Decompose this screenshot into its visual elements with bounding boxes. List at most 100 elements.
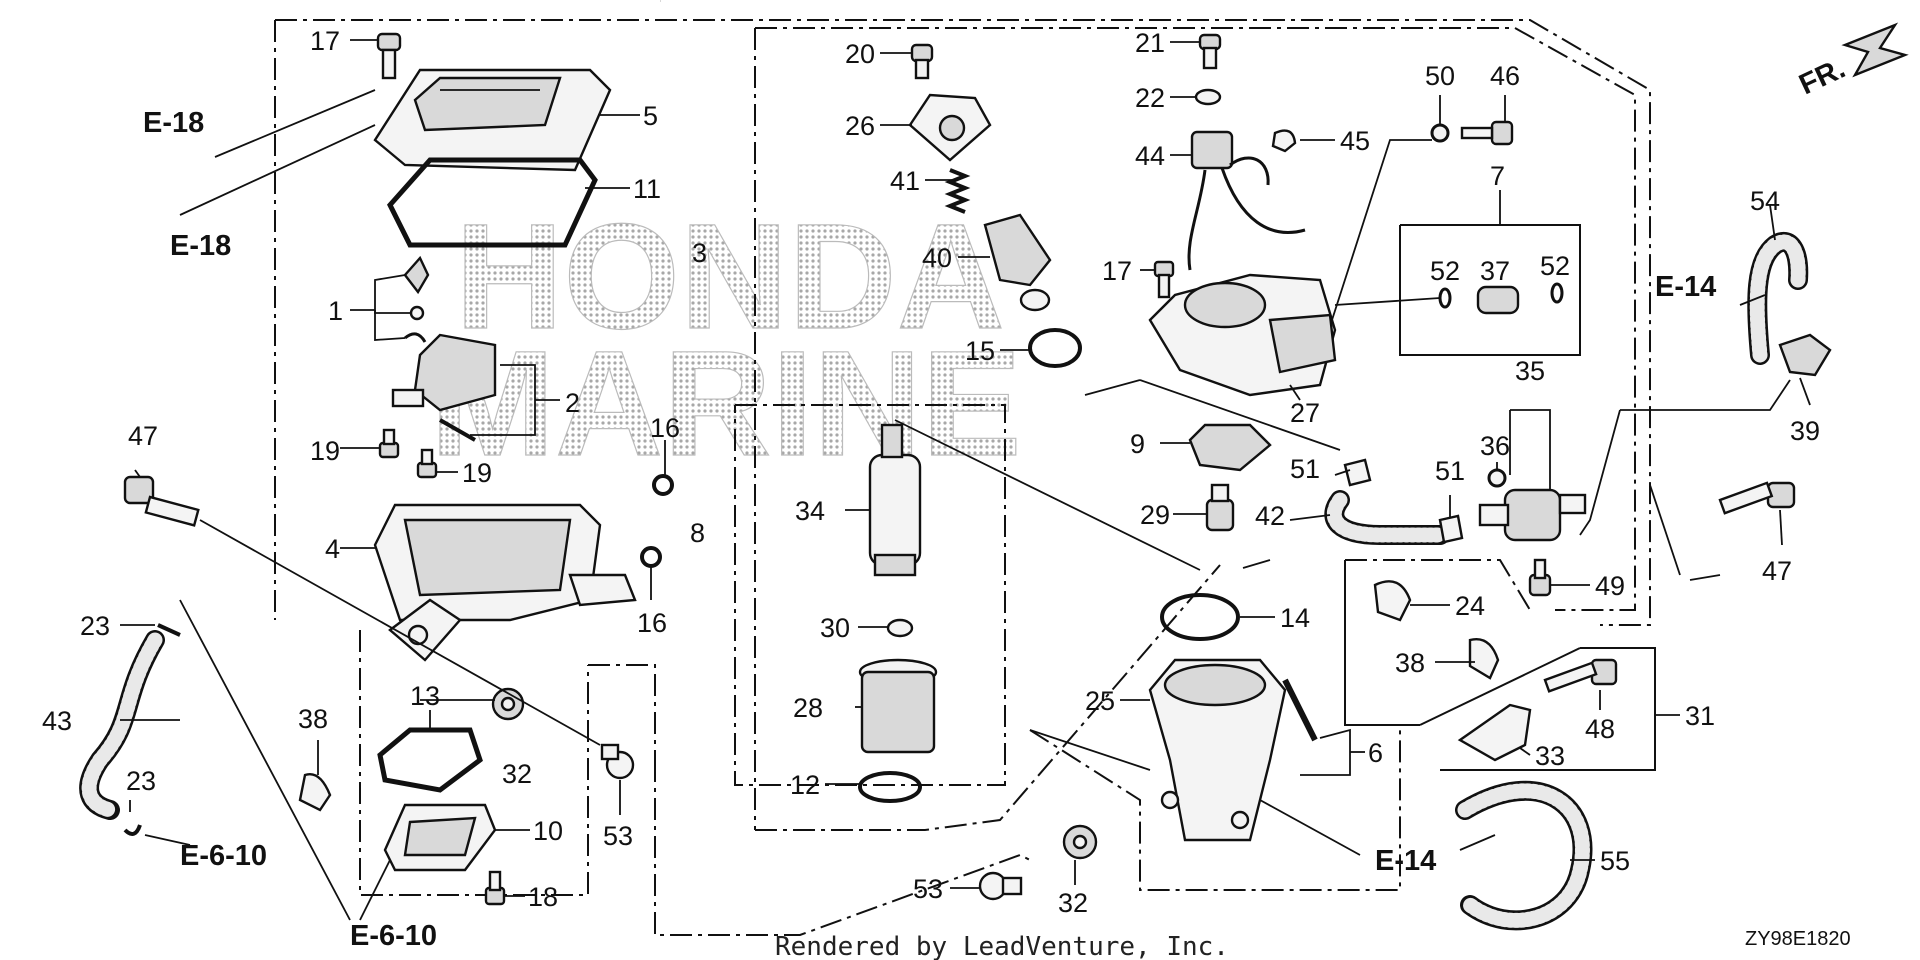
part-4-separator-body: [373, 503, 637, 662]
callout-43: 43: [42, 706, 72, 736]
bolt-46: [1460, 120, 1514, 146]
ref-e6-10-bottom: E-6-10: [350, 920, 437, 952]
washer-52-right: [1550, 282, 1564, 304]
part-13-gasket: [377, 727, 483, 793]
pump-housing-ports: [1268, 313, 1337, 374]
callout-11: 11: [633, 174, 661, 204]
callout-5: 5: [643, 101, 658, 131]
callout-53-left: 53: [603, 821, 633, 851]
bolt-20-head: [910, 43, 934, 63]
screw-19-b-shank: [420, 448, 434, 466]
strainer-28-body: [860, 670, 936, 754]
callout-4: 4: [325, 534, 340, 564]
callout-numbers: 17 5 11 1 2 19 19 4 3 16 16 47 13 32 10 …: [42, 26, 1820, 918]
callout-22: 22: [1135, 83, 1165, 113]
clamp-39: [1778, 333, 1832, 377]
callout-42: 42: [1255, 501, 1285, 531]
ring-30: [886, 618, 914, 638]
main-assembly-frame: [275, 19, 1651, 626]
needle-valve-clip: [404, 332, 427, 343]
callout-28: 28: [793, 693, 823, 723]
callout-19-b: 19: [462, 458, 492, 488]
callout-23-top: 23: [80, 611, 110, 641]
callout-18: 18: [528, 882, 558, 912]
callout-44: 44: [1135, 141, 1165, 171]
washer-50: [1430, 123, 1450, 143]
honda-marine-watermark: HONDA MARINE: [429, 191, 1022, 487]
hose-43: [79, 630, 165, 820]
gasket-outline: [387, 157, 598, 248]
fuel-body-top: [1163, 663, 1267, 707]
callout-36: 36: [1480, 431, 1510, 461]
callout-51-bottom: 51: [1435, 456, 1465, 486]
callout-40: 40: [922, 243, 952, 273]
callout-54: 54: [1750, 186, 1780, 216]
rendered-by-credit: Rendered by LeadVenture, Inc.: [775, 932, 1229, 960]
callout-35: 35: [1515, 356, 1545, 386]
ref-e18-top: E-18: [143, 107, 204, 139]
bolt-17-top: [376, 32, 402, 80]
gear-32-bottom: [1062, 824, 1098, 860]
ref-e14-bottom: E-14: [1375, 845, 1436, 877]
clip-51-top: [1343, 458, 1372, 487]
watermark-line1: HONDA: [455, 192, 1005, 360]
callout-47-left: 47: [128, 421, 158, 451]
callout-39: 39: [1790, 416, 1820, 446]
callout-15: 15: [965, 336, 995, 366]
callout-38-left: 38: [298, 704, 328, 734]
washer-52-left: [1438, 287, 1452, 309]
fuel-body-frame: [1029, 729, 1401, 891]
part-1-needle-valve: [403, 255, 430, 343]
callout-32-left: 32: [502, 759, 532, 789]
needle-valve-seat: [409, 305, 425, 321]
screw-18: [484, 870, 506, 906]
callout-7: 7: [1490, 161, 1505, 191]
front-arrow-icon: [1841, 22, 1909, 78]
bolt-46-head: [1490, 120, 1514, 146]
callout-34: 34: [795, 496, 825, 526]
screw-18-shank: [488, 870, 502, 892]
filter-40: [983, 213, 1052, 312]
gear-32-bottom-hub: [1072, 834, 1088, 850]
callout-16-a: 16: [650, 413, 680, 443]
callout-33: 33: [1535, 741, 1565, 771]
top-cover-ridge: [413, 76, 562, 132]
pin-6: [1282, 678, 1318, 742]
oring-12: [858, 771, 922, 803]
harness-44-wire-c: [1229, 156, 1270, 186]
harness-44: [1187, 130, 1306, 271]
fuel-body-main: [1148, 658, 1287, 842]
fuel-pump-34: [868, 423, 922, 577]
ref-e6-10-left: E-6-10: [180, 840, 267, 872]
regulator-35-outlet: [1558, 493, 1587, 515]
ref-e14-right: E-14: [1655, 271, 1716, 303]
callout-6: 6: [1368, 738, 1383, 768]
assembly-frames: [274, 19, 1656, 936]
hose-54: [1747, 232, 1809, 365]
part-29-cap: [1210, 483, 1230, 503]
callout-9: 9: [1130, 429, 1145, 459]
clip-38-left: [298, 773, 332, 812]
fuel-pump-34-outlet: [880, 423, 904, 459]
callout-45: 45: [1340, 126, 1370, 156]
bolt-21: [1198, 33, 1222, 70]
fuel-body-hole-b: [1230, 810, 1250, 830]
fuel-pump-34-inlet: [873, 553, 917, 577]
part-2-float: [391, 333, 497, 442]
callout-48: 48: [1585, 714, 1615, 744]
strainer-28: [858, 658, 938, 754]
ref-e18-bottom: E-18: [170, 230, 231, 262]
bolt-17-head: [376, 32, 402, 52]
callout-13: 13: [410, 681, 440, 711]
bolt-17-mid-shank: [1157, 273, 1171, 299]
bolt-47-right-shank: [1718, 481, 1774, 515]
callout-2: 2: [565, 388, 580, 418]
bracket-33: [1457, 703, 1532, 762]
callout-47-right: 47: [1762, 556, 1792, 586]
part-24-38-frame: [1344, 560, 1420, 726]
screw-19-b: [416, 448, 438, 479]
hose-55: [1455, 780, 1593, 931]
part-7-frame: [1399, 224, 1581, 356]
callout-1: 1: [328, 296, 343, 326]
